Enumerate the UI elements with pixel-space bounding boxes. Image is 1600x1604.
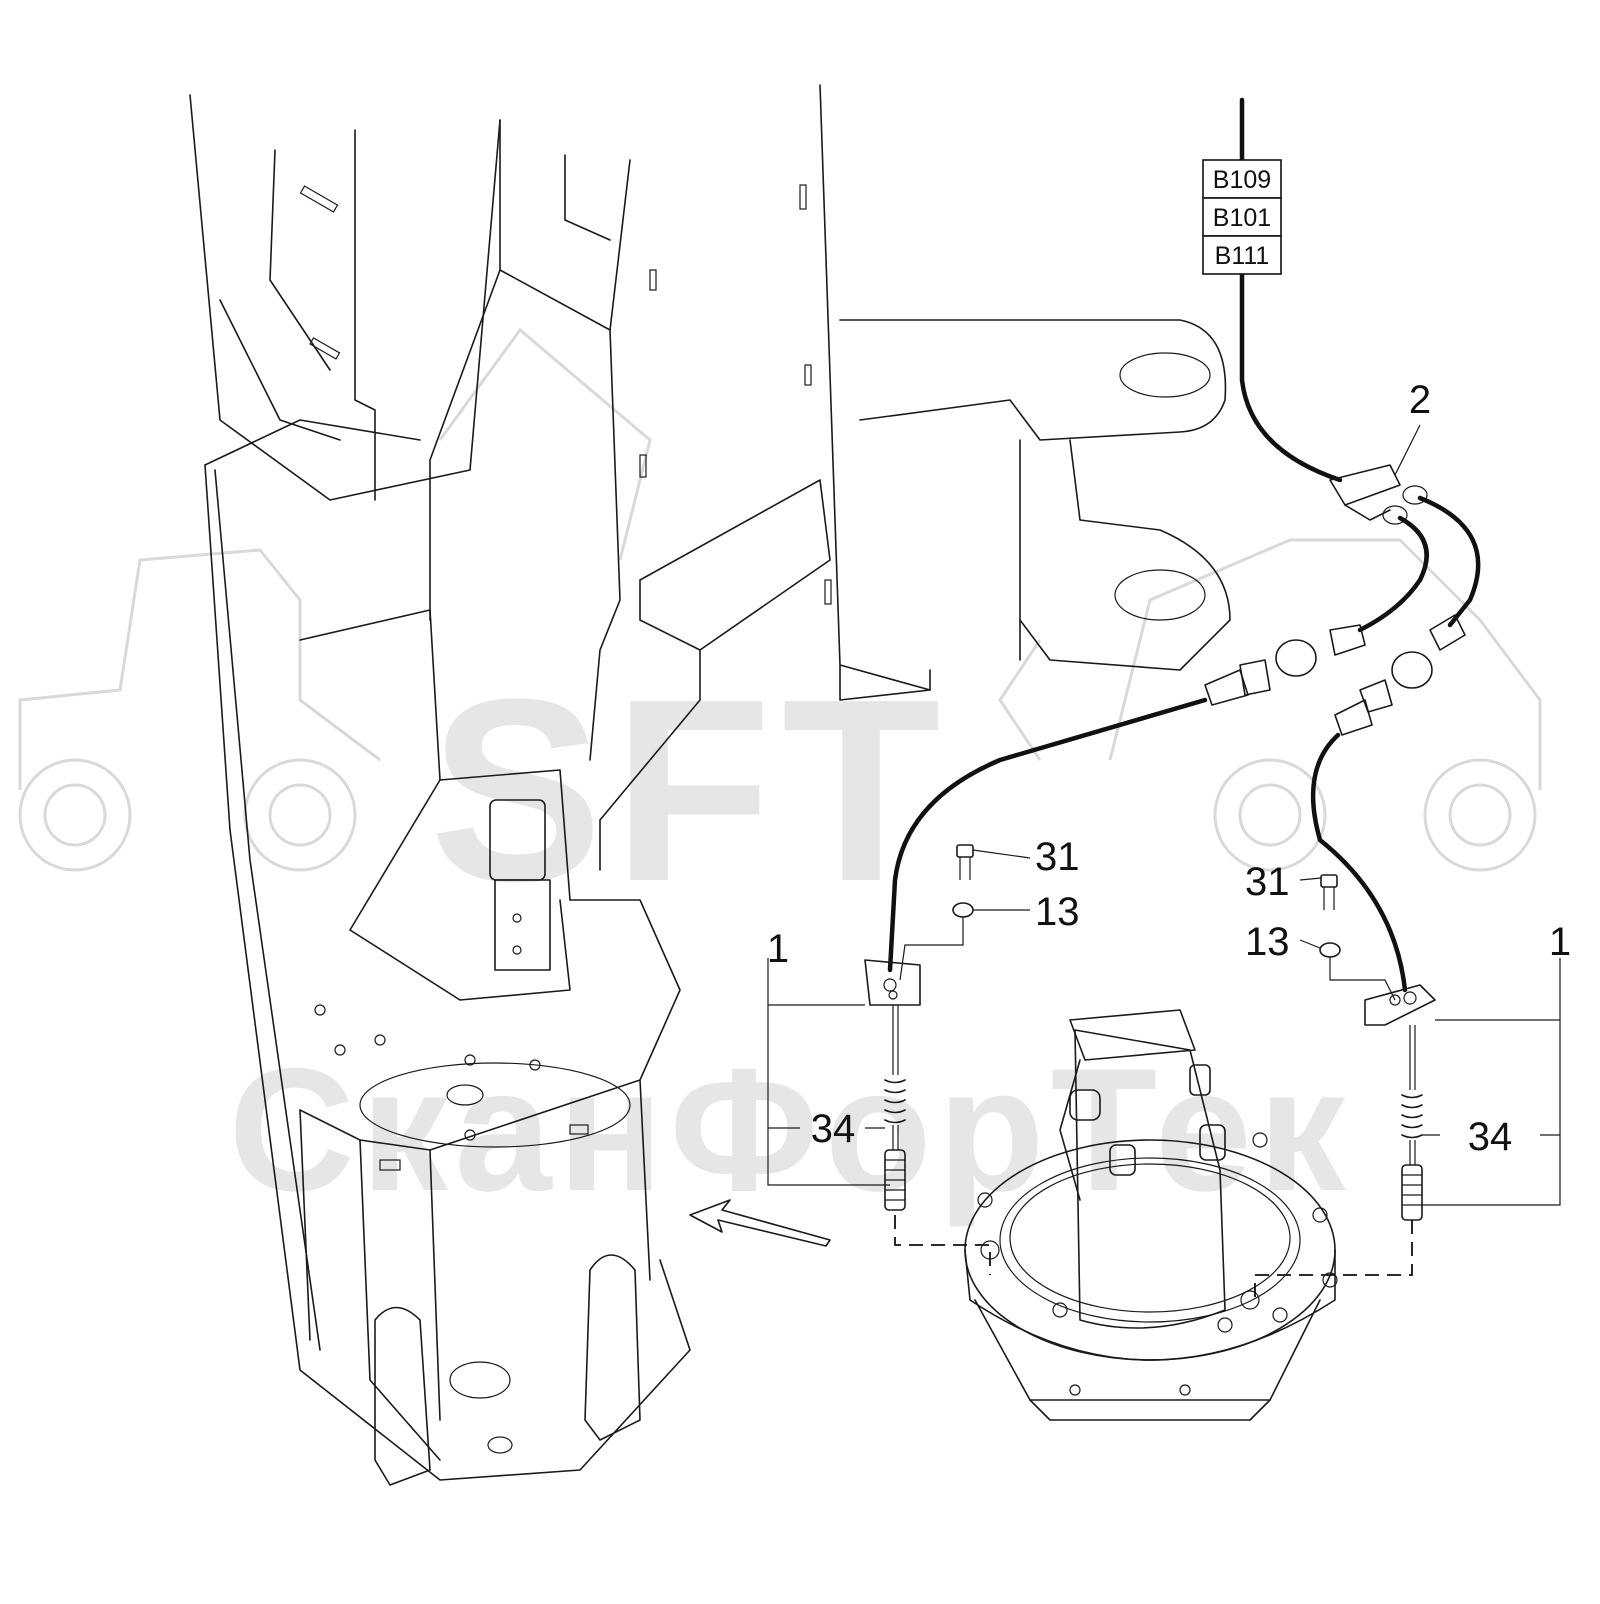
watermark-company-name: СканФорТек [228,1033,1351,1228]
callout-sensor-right: 34 [1468,1115,1513,1159]
callout-sensor-assembly-left: 1 [767,927,789,971]
connector-code: B109 [1213,166,1271,194]
callout-leaders [767,424,1561,1206]
loader-silhouette-icon [18,327,1542,872]
callout-labels: 2 1 1 31 13 31 13 34 34 [767,378,1571,1159]
washer-left [952,902,974,918]
callout-harness: 2 [1409,378,1431,422]
washer-right [1319,942,1341,958]
callout-washer-right: 13 [1245,920,1290,964]
callout-screw-right: 31 [1245,860,1290,904]
arrow-icon [689,1199,831,1247]
callout-washer-left: 13 [1035,890,1080,934]
watermark-logo: SFT [429,646,950,936]
connector-code: B111 [1215,242,1270,270]
connector-code: B101 [1213,204,1271,232]
fasteners [899,844,1396,1001]
callout-screw-left: 31 [1035,835,1080,879]
swing-motor-assembly [964,1009,1338,1421]
callout-sensor-left: 34 [811,1107,856,1151]
callout-sensor-assembly-right: 1 [1549,920,1571,964]
machine-frame [189,84,1231,1486]
watermark: SFT СканФорТек [18,327,1542,1228]
wiring-harness [864,97,1481,1300]
screw-right [1320,874,1338,910]
screw-left [956,844,974,880]
connector-code-label: B109 B101 B111 [1202,159,1282,275]
